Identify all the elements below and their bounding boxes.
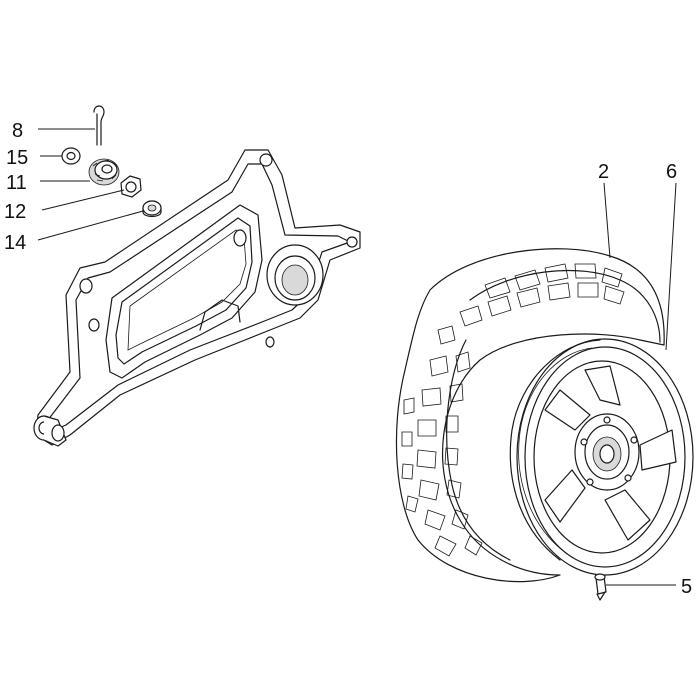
tyre-tread xyxy=(401,263,625,557)
wheel-rim[interactable] xyxy=(509,338,694,576)
callout-15: 15 xyxy=(6,147,28,169)
leader-lines xyxy=(37,128,677,586)
callout-11: 11 xyxy=(6,172,27,194)
callout-5: 5 xyxy=(681,576,692,598)
spacer-bush[interactable] xyxy=(142,200,162,218)
callout-6: 6 xyxy=(666,161,677,183)
callout-2: 2 xyxy=(598,161,609,183)
washer[interactable] xyxy=(61,147,81,165)
tyre[interactable] xyxy=(395,248,665,583)
tyre-valve[interactable] xyxy=(594,573,607,601)
castle-nut[interactable] xyxy=(88,158,120,186)
split-pin[interactable] xyxy=(93,105,105,146)
swingarm[interactable] xyxy=(33,149,361,447)
callout-12: 12 xyxy=(4,201,26,223)
callout-8: 8 xyxy=(12,120,23,142)
hex-nut[interactable] xyxy=(120,175,142,198)
callout-14: 14 xyxy=(4,232,26,254)
